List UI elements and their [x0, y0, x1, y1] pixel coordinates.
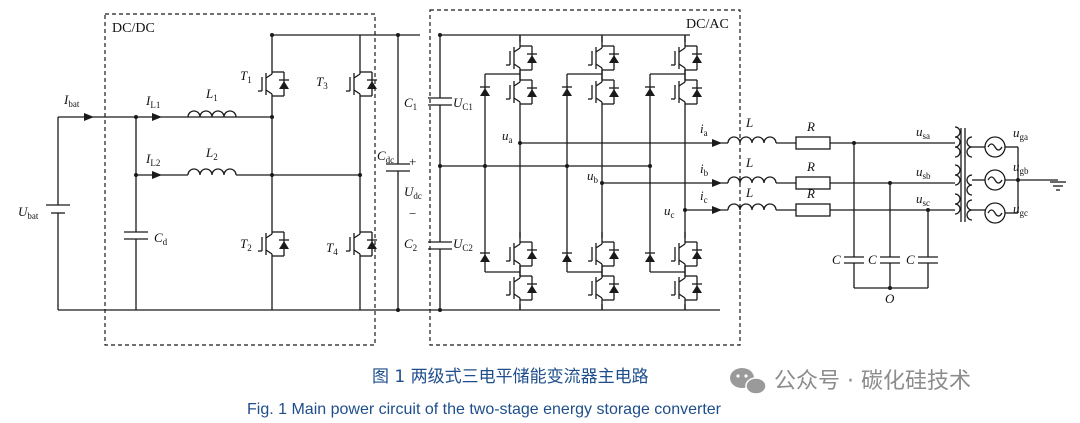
lc-label: L [745, 185, 753, 200]
i-l2-label: IL2 [145, 151, 160, 168]
c2-label: C2 [404, 236, 417, 253]
caption-en: Fig. 1 Main power circuit of the two-sta… [247, 401, 722, 418]
uc1-label: UC1 [453, 95, 473, 112]
u-bat-label: Ubat [18, 204, 39, 221]
filter-inductor-b [727, 176, 777, 184]
ia-arrow [712, 139, 722, 147]
uga-label: uga [1013, 125, 1028, 142]
usa-label: usa [916, 124, 930, 141]
i-l1-arrow [152, 113, 162, 121]
battery [46, 117, 70, 310]
ugc-label: ugc [1013, 201, 1028, 218]
usb-label: usb [916, 164, 931, 181]
cb-label: C [868, 252, 877, 267]
ua-label: ua [502, 128, 513, 145]
udc-minus: − [409, 206, 416, 221]
dcdc-box [104, 13, 376, 346]
resistor-a [795, 136, 831, 150]
usc-label: usc [916, 191, 930, 208]
uc-label: uc [664, 203, 675, 220]
switch-t2 [257, 221, 290, 267]
ib-label: ib [700, 161, 709, 178]
cd-label: Cd [154, 230, 168, 247]
i-l1-label: IL1 [145, 93, 160, 110]
capacitor-c2 [428, 164, 452, 312]
switch-t3 [345, 61, 378, 107]
udc-plus: + [409, 154, 416, 169]
npc-leg-c [644, 35, 703, 311]
t2-label: T2 [240, 236, 252, 253]
transformer [954, 126, 985, 222]
watermark-text: 公众号 · 碳化硅技术 [774, 369, 971, 394]
capacitor-cd [124, 115, 148, 310]
i-l2-arrow [152, 171, 162, 179]
c1-label: C1 [404, 95, 417, 112]
npc-leg-b [561, 35, 620, 311]
uc2-label: UC2 [453, 236, 473, 253]
t3-label: T3 [316, 74, 328, 91]
i-bat-arrow [84, 113, 94, 121]
ia-label: ia [700, 121, 708, 138]
ic-label: ic [700, 188, 708, 205]
filter-inductor-a [727, 136, 777, 144]
npc-leg-a [479, 35, 538, 311]
switch-t1 [257, 61, 290, 107]
dcac-box [429, 9, 741, 346]
l2-label: L2 [205, 145, 218, 162]
ic-arrow [712, 206, 722, 214]
ub-label: ub [587, 168, 599, 185]
ra-label: R [806, 119, 815, 134]
la-label: L [745, 115, 753, 130]
inductor-l1 [187, 110, 237, 118]
lb-label: L [745, 155, 753, 170]
ib-arrow [712, 179, 722, 187]
cc-label: C [906, 252, 915, 267]
t4-label: T4 [326, 240, 338, 257]
i-bat-label: Ibat [63, 92, 80, 109]
neutral-o-label: O [885, 291, 895, 306]
t1-label: T1 [240, 68, 252, 85]
switch-t4 [345, 221, 378, 267]
l1-label: L1 [205, 86, 218, 103]
wechat-logo [730, 368, 767, 395]
rb-label: R [806, 159, 815, 174]
inductor-l2 [187, 168, 237, 176]
ca-label: C [832, 252, 841, 267]
caption-cn: 图 1 两级式三电平储能变流器主电路 [372, 367, 649, 387]
capacitor-cdc [386, 33, 410, 312]
resistor-c [795, 203, 831, 217]
cdc-label: Cdc [377, 148, 394, 165]
dcac-title: DC/AC [686, 17, 729, 32]
filter-capacitors [844, 141, 938, 290]
grid-sources [984, 136, 1066, 224]
filter-inductor-c [727, 203, 777, 211]
udc-label: Udc [404, 184, 422, 201]
ugb-label: ugb [1013, 159, 1029, 176]
dcdc-title: DC/DC [112, 21, 155, 36]
capacitor-c1 [428, 33, 452, 242]
rc-label: R [806, 186, 815, 201]
